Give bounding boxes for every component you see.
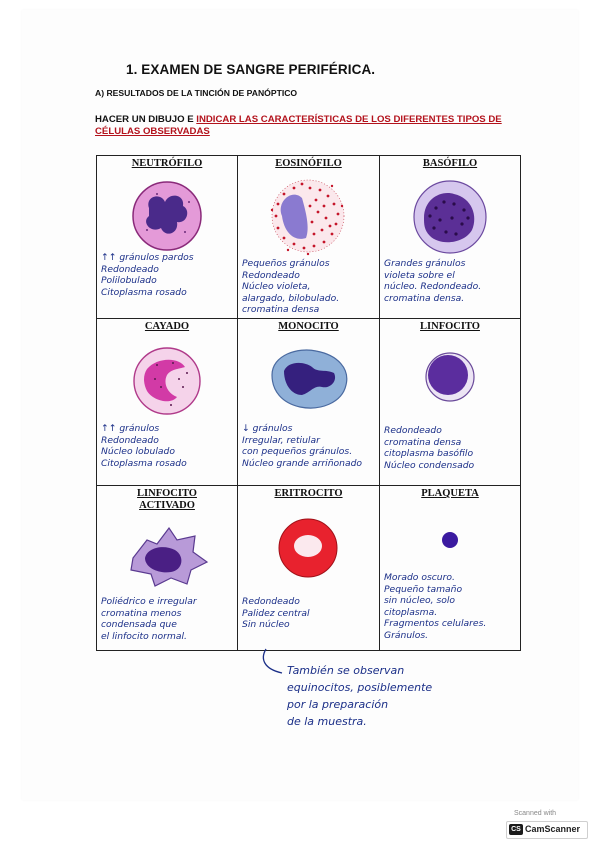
table-divider: [97, 485, 520, 487]
table-divider: [237, 156, 239, 650]
cell-title: PLAQUETA: [421, 488, 479, 499]
page-title: 1. EXAMEN DE SANGRE PERIFÉRICA.: [126, 62, 376, 77]
cell-title: CAYADO: [144, 321, 190, 332]
scanned-with-label: Scanned with: [514, 810, 557, 817]
cell-linfocito: LINFOCITO Redondeado cromatina densa cit…: [380, 319, 520, 485]
cell-notes: Pequeños gránulos Redondeado Núcleo viol…: [242, 258, 340, 316]
cell-title: BASÓFILO: [422, 158, 478, 169]
instruction-highlight: INDICAR LAS CARACTERÍSTICAS DE LOS DIFER…: [196, 114, 502, 125]
table-divider: [379, 156, 381, 650]
cell-title: LINFOCITO ACTIVADO: [137, 488, 197, 511]
neutrophil-drawing: [132, 181, 202, 251]
erythrocyte-drawing: [278, 518, 338, 578]
cell-cayado: CAYADO ↑↑ gránulos Redondeado Núcleo lob…: [97, 319, 237, 485]
cell-basofilo: BASÓFILO Grandes gránulos violeta sobre …: [380, 156, 520, 318]
cell-notes: Morado oscuro. Pequeño tamaño sin núcleo…: [384, 572, 487, 641]
cell-table: NEUTRÓFILO ↑↑ gránulos pardos Redondeado…: [96, 155, 521, 651]
cell-eritrocito: ERITROCITO Redondeado Palidez central Si…: [238, 486, 379, 650]
footnote: También se observan equinocitos, posible…: [287, 664, 433, 728]
cell-notes: Redondeado cromatina densa citoplasma ba…: [384, 425, 475, 471]
platelet-drawing: [442, 532, 458, 548]
instruction-prefix: HACER UN DIBUJO E: [95, 114, 197, 125]
basophil-drawing: [413, 180, 487, 254]
cell-title: ERITROCITO: [274, 488, 343, 499]
cell-notes: ↓ gránulos Irregular, retiular con peque…: [242, 423, 363, 469]
camscanner-logo: CS CamScanner: [506, 821, 588, 839]
cell-neutrofilo: NEUTRÓFILO ↑↑ gránulos pardos Redondeado…: [97, 156, 237, 318]
cell-notes: Poliédrico e irregular cromatina menos c…: [101, 596, 197, 642]
cell-notes: Grandes gránulos violeta sobre el núcleo…: [384, 258, 482, 304]
activated-lymphocyte-drawing: [130, 526, 209, 587]
table-divider: [97, 318, 520, 320]
instruction-text: HACER UN DIBUJO E INDICAR LAS CARACTERÍS…: [95, 114, 525, 138]
cell-eosinofilo: EOSINÓFILO Pequeños gránulos Redondeado …: [238, 156, 379, 318]
lymphocyte-drawing: [425, 352, 475, 402]
cell-notes: ↑↑ gránulos Redondeado Núcleo lobulado C…: [101, 423, 187, 469]
footnote-arrow-icon: [262, 648, 283, 674]
camscanner-name: CamScanner: [525, 824, 581, 834]
cell-plaqueta: PLAQUETA Morado oscuro. Pequeño tamaño s…: [380, 486, 520, 650]
cell-title: NEUTRÓFILO: [131, 158, 203, 169]
cell-notes: ↑↑ gránulos pardos Redondeado Polilobula…: [101, 252, 194, 298]
instruction-line2: CÉLULAS OBSERVADAS: [95, 126, 210, 137]
eosinophil-drawing: [270, 179, 345, 256]
cell-monocito: MONOCITO ↓ gránulos Irregular, retiular …: [238, 319, 379, 485]
cell-title: LINFOCITO: [420, 321, 480, 332]
cell-notes: Redondeado Palidez central Sin núcleo: [242, 596, 310, 631]
section-subtitle: A) RESULTADOS DE LA TINCIÓN DE PANÓPTICO: [95, 88, 298, 98]
band-cell-drawing: [133, 347, 201, 415]
camscanner-icon: CS: [509, 824, 523, 835]
cell-title: EOSINÓFILO: [275, 158, 342, 169]
cell-title: MONOCITO: [278, 321, 339, 332]
camscanner-watermark: Scanned with CS CamScanner: [504, 810, 588, 840]
monocyte-drawing: [271, 349, 348, 409]
cell-linfocito-activado: LINFOCITO ACTIVADO Poliédrico e irregula…: [97, 486, 237, 650]
